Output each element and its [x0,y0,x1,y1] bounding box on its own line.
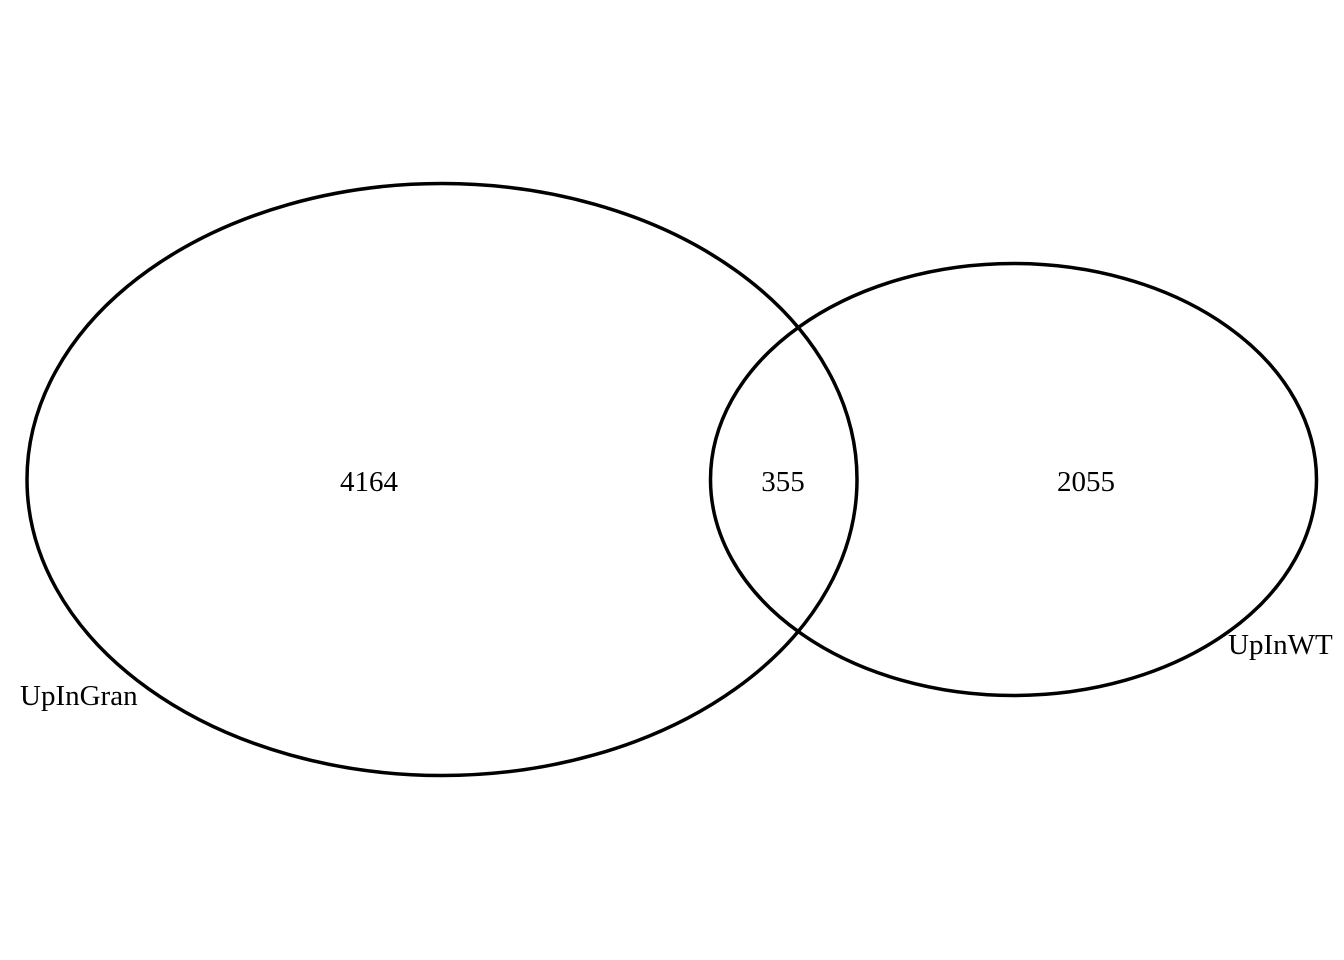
count-upinwt-only: 2055 [1057,466,1115,498]
set-ellipse-upingran [25,181,859,778]
set-label-upinwt: UpInWT [1228,629,1333,661]
count-intersection: 355 [761,466,805,498]
count-upingran-only: 4164 [340,466,399,498]
set-ellipse-upinwt [708,261,1319,698]
set-label-upingran: UpInGran [20,680,138,712]
